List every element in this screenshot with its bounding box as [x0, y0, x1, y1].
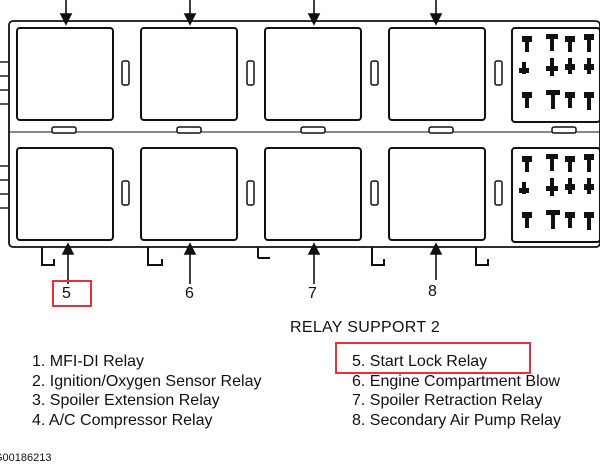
vertical-slots [121, 60, 503, 206]
legend-item-3: 3. Spoiler Extension Relay [32, 392, 220, 409]
legend-item-5-highlight [335, 342, 531, 374]
callout-7: 7 [308, 285, 317, 302]
legend-item-5: 5. Start Lock Relay [352, 353, 488, 370]
callout-5: 5 [62, 285, 71, 302]
legend-item-6: 6. Engine Compartment Blow [352, 372, 561, 390]
bottom-callout-arrows [61, 242, 443, 284]
relay-socket-7 [264, 147, 362, 241]
legend-item-4: 4. A/C Compressor Relay [32, 411, 213, 429]
figure-code: G00186213 [0, 452, 52, 464]
legend-item-8: 8. Secondary Air Pump Relay [352, 411, 561, 429]
legend-left: 1. MFI-DI Relay 2. Ignition/Oxygen Senso… [32, 352, 261, 430]
legend-item-1: 1. MFI-DI Relay [32, 353, 145, 370]
horizontal-slots [51, 126, 577, 134]
mounting-clips [41, 247, 489, 266]
callout-6: 6 [185, 285, 194, 302]
relay-socket-4 [388, 27, 486, 121]
relay-socket-3 [264, 27, 362, 121]
relay-socket-5 [16, 147, 114, 241]
legend-item-2: 2. Ignition/Oxygen Sensor Relay [32, 372, 262, 390]
legend-right: 5. Start Lock Relay 6. Engine Compartmen… [352, 352, 561, 430]
relay-sockets-bottom [16, 147, 486, 241]
relay-socket-6 [140, 147, 238, 241]
left-edge-tabs [0, 61, 9, 209]
callout-8: 8 [428, 283, 437, 300]
relay-socket-8 [388, 147, 486, 241]
fuse-block-bottom [511, 147, 600, 243]
callout-5-highlight [52, 280, 92, 307]
fuse-block-top [511, 27, 600, 123]
top-callout-arrows [59, 0, 443, 26]
diagram-caption: RELAY SUPPORT 2 [290, 319, 441, 336]
legend-item-7: 7. Spoiler Retraction Relay [352, 392, 543, 409]
relay-socket-1 [16, 27, 114, 121]
relay-sockets-top [16, 27, 486, 121]
relay-socket-2 [140, 27, 238, 121]
